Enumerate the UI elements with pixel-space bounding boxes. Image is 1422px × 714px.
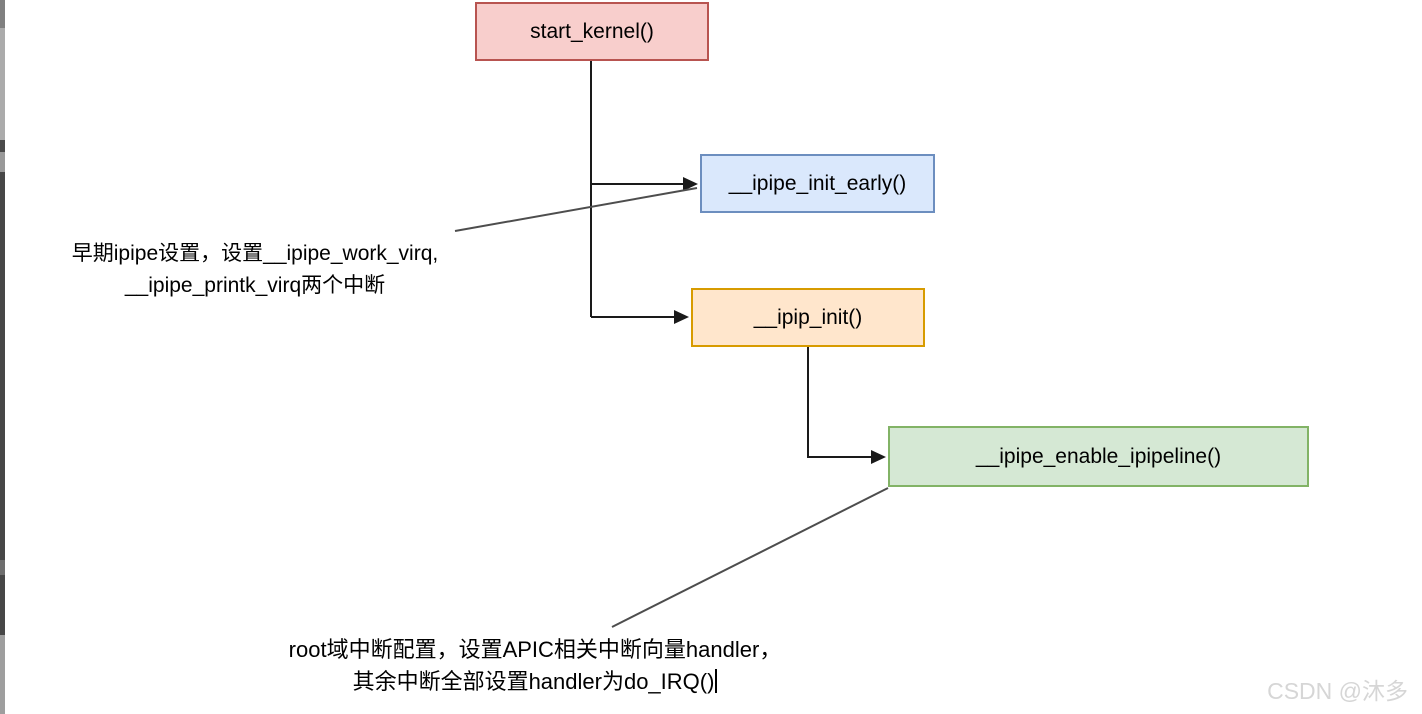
connector-to-ipipe-init-early[interactable] (591, 177, 698, 191)
node-ipip-init[interactable]: __ipip_init() (691, 288, 925, 347)
pointer-line-root-note[interactable] (611, 487, 889, 628)
annotation-line: root域中断配置，设置APIC相关中断向量handler， (288, 637, 782, 662)
node-label: __ipip_init() (753, 305, 863, 329)
edge-strip-segment (0, 28, 5, 140)
node-label: __ipipe_init_early() (728, 171, 907, 195)
connector-to-ipip-init[interactable] (591, 310, 689, 324)
edge-strip-segment (0, 0, 5, 28)
edge-strip-segment (0, 560, 5, 575)
edge-strip-segment (0, 575, 5, 635)
node-label: __ipipe_enable_ipipeline() (975, 444, 1222, 468)
annotation-line: 早期ipipe设置，设置__ipipe_work_virq, (71, 242, 439, 265)
node-ipipe-enable-ipipeline[interactable]: __ipipe_enable_ipipeline() (888, 426, 1309, 487)
pointer-line-early-note[interactable] (454, 187, 698, 232)
annotation-line: 其余中断全部设置handler为do_IRQ() (225, 666, 845, 698)
annotation-root-domain-note[interactable]: root域中断配置，设置APIC相关中断向量handler， 其余中断全部设置h… (225, 634, 845, 698)
csdn-watermark: CSDN @沐多 (1267, 678, 1408, 704)
annotation-early-ipipe-note[interactable]: 早期ipipe设置，设置__ipipe_work_virq, __ipipe_p… (10, 238, 500, 302)
node-ipipe-init-early[interactable]: __ipipe_init_early() (700, 154, 935, 213)
annotation-line: __ipipe_printk_virq两个中断 (124, 274, 386, 297)
edge-strip-segment (0, 172, 5, 560)
edge-strip-segment (0, 152, 5, 172)
node-start-kernel[interactable]: start_kernel() (475, 2, 709, 61)
connector-to-ipipe-enable-ipipeline[interactable] (807, 347, 886, 464)
window-edge-strip (0, 0, 5, 714)
arrowhead-icon (871, 450, 886, 464)
arrowhead-icon (674, 310, 689, 324)
edge-strip-segment (0, 140, 5, 152)
arrowhead-icon (683, 177, 698, 191)
node-label: start_kernel() (530, 19, 654, 43)
text-cursor-caret (715, 669, 718, 693)
edge-strip-segment (0, 635, 5, 714)
